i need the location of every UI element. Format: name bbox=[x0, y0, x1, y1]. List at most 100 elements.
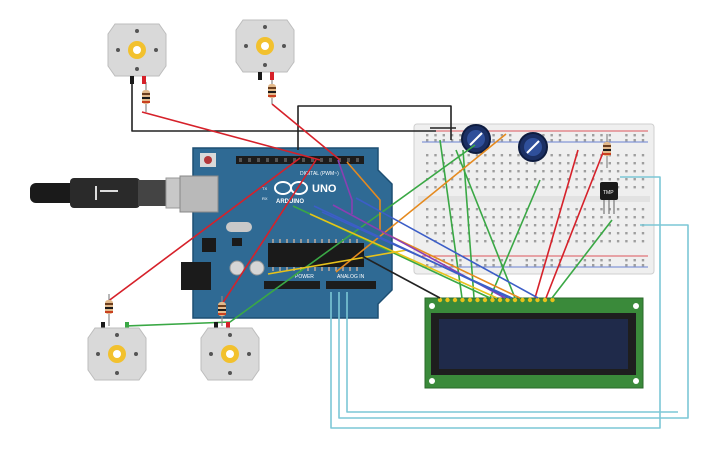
breadboard-hole bbox=[459, 224, 462, 227]
breadboard[interactable] bbox=[413, 123, 655, 275]
breadboard-rail-hole bbox=[533, 264, 537, 267]
lcd-pin bbox=[482, 297, 488, 303]
breadboard-hole bbox=[633, 170, 636, 173]
breadboard-rail-hole bbox=[492, 139, 495, 142]
wire-green-5 bbox=[455, 149, 516, 299]
dc-motor-4[interactable] bbox=[200, 322, 260, 381]
breadboard-hole bbox=[434, 178, 437, 181]
breadboard-rail-hole bbox=[583, 264, 587, 267]
breadboard-hole bbox=[426, 224, 429, 227]
breadboard-hole bbox=[500, 178, 504, 181]
breadboard-hole bbox=[542, 170, 545, 173]
wire-green-4 bbox=[489, 179, 541, 299]
breadboard-hole bbox=[517, 170, 520, 173]
breadboard-hole bbox=[533, 216, 537, 219]
breadboard-hole bbox=[567, 178, 570, 181]
breadboard-hole bbox=[525, 178, 528, 181]
breadboard-rail-hole bbox=[434, 134, 437, 137]
breadboard-hole bbox=[434, 216, 437, 219]
breadboard-hole bbox=[633, 178, 636, 181]
breadboard-hole bbox=[500, 240, 504, 243]
breadboard-hole bbox=[434, 154, 437, 157]
breadboard-hole bbox=[625, 224, 628, 227]
breadboard-rail-hole bbox=[484, 264, 487, 267]
wire-black-2 bbox=[297, 105, 452, 150]
resistor-1[interactable] bbox=[142, 82, 150, 112]
breadboard-hole bbox=[558, 170, 562, 173]
breadboard-hole bbox=[442, 178, 445, 181]
breadboard-hole bbox=[475, 162, 479, 165]
breadboard-hole bbox=[608, 232, 611, 235]
dc-motor-3[interactable] bbox=[87, 322, 147, 381]
breadboard-hole bbox=[600, 178, 603, 181]
breadboard-hole bbox=[625, 178, 628, 181]
breadboard-rail-hole bbox=[426, 139, 429, 142]
breadboard-hole bbox=[542, 162, 545, 165]
breadboard-hole bbox=[542, 208, 545, 211]
breadboard-hole bbox=[608, 216, 611, 219]
potentiometer-2[interactable] bbox=[518, 132, 548, 162]
wire-orange-1 bbox=[346, 161, 381, 230]
breadboard-hole bbox=[475, 232, 479, 235]
potentiometer-1[interactable] bbox=[461, 124, 491, 154]
breadboard-rail-hole bbox=[550, 264, 553, 267]
breadboard-rail-hole bbox=[500, 134, 504, 137]
breadboard-hole bbox=[484, 208, 487, 211]
breadboard-hole bbox=[492, 216, 495, 219]
wire-purple-2 bbox=[337, 159, 353, 214]
dc-motor-1[interactable] bbox=[107, 23, 167, 84]
breadboard-hole bbox=[517, 186, 520, 189]
dc-motor-2[interactable] bbox=[235, 19, 295, 80]
breadboard-hole bbox=[509, 170, 512, 173]
resistor-5[interactable] bbox=[603, 134, 611, 168]
breadboard-hole bbox=[633, 186, 636, 189]
resistor-4[interactable] bbox=[218, 296, 226, 326]
breadboard-hole bbox=[592, 216, 595, 219]
wire-red-2 bbox=[271, 103, 341, 161]
lcd-pin bbox=[490, 297, 495, 303]
breadboard-hole bbox=[484, 216, 487, 219]
breadboard-rail-hole bbox=[608, 259, 611, 262]
wire-green-3 bbox=[462, 149, 475, 299]
breadboard-hole bbox=[442, 224, 445, 227]
breadboard-rail-hole bbox=[625, 134, 628, 137]
breadboard-rail-hole bbox=[633, 259, 636, 262]
wire-red-6 bbox=[545, 149, 605, 299]
breadboard-hole bbox=[509, 162, 512, 165]
breadboard-hole bbox=[625, 208, 628, 211]
breadboard-hole bbox=[575, 170, 578, 173]
breadboard-hole bbox=[533, 224, 537, 227]
breadboard-hole bbox=[608, 240, 611, 243]
temperature-sensor[interactable]: TMP bbox=[600, 182, 618, 214]
breadboard-hole bbox=[633, 240, 636, 243]
breadboard-rail-hole bbox=[459, 134, 462, 137]
breadboard-rail-hole bbox=[641, 134, 645, 137]
breadboard-hole bbox=[442, 216, 445, 219]
breadboard-rail-hole bbox=[450, 134, 454, 137]
breadboard-hole bbox=[592, 224, 595, 227]
breadboard-hole bbox=[583, 240, 587, 243]
breadboard-hole bbox=[550, 216, 553, 219]
resistor-2[interactable] bbox=[268, 78, 276, 104]
arduino-uno-board[interactable]: DIGITAL (PWM~) UNO ARDUINO TX RX POWER A… bbox=[179, 147, 393, 319]
breadboard-hole bbox=[467, 154, 470, 157]
wire-cyan-1 bbox=[330, 176, 661, 429]
breadboard-hole bbox=[583, 178, 587, 181]
wire-yellow-2 bbox=[267, 249, 408, 275]
breadboard-hole bbox=[625, 240, 628, 243]
wire-red-3 bbox=[106, 157, 301, 303]
lcd-display[interactable] bbox=[424, 297, 644, 389]
resistor-3[interactable] bbox=[105, 294, 113, 326]
wire-cyan-2 bbox=[338, 224, 689, 419]
breadboard-hole bbox=[426, 170, 429, 173]
breadboard-hole bbox=[641, 170, 645, 173]
breadboard-hole bbox=[500, 186, 504, 189]
breadboard-hole bbox=[625, 170, 628, 173]
breadboard-hole bbox=[500, 224, 504, 227]
breadboard-rail-hole bbox=[542, 259, 545, 262]
breadboard-hole bbox=[426, 240, 429, 243]
breadboard-hole bbox=[592, 154, 595, 157]
breadboard-hole bbox=[442, 240, 445, 243]
breadboard-hole bbox=[625, 154, 628, 157]
breadboard-hole bbox=[616, 186, 620, 189]
